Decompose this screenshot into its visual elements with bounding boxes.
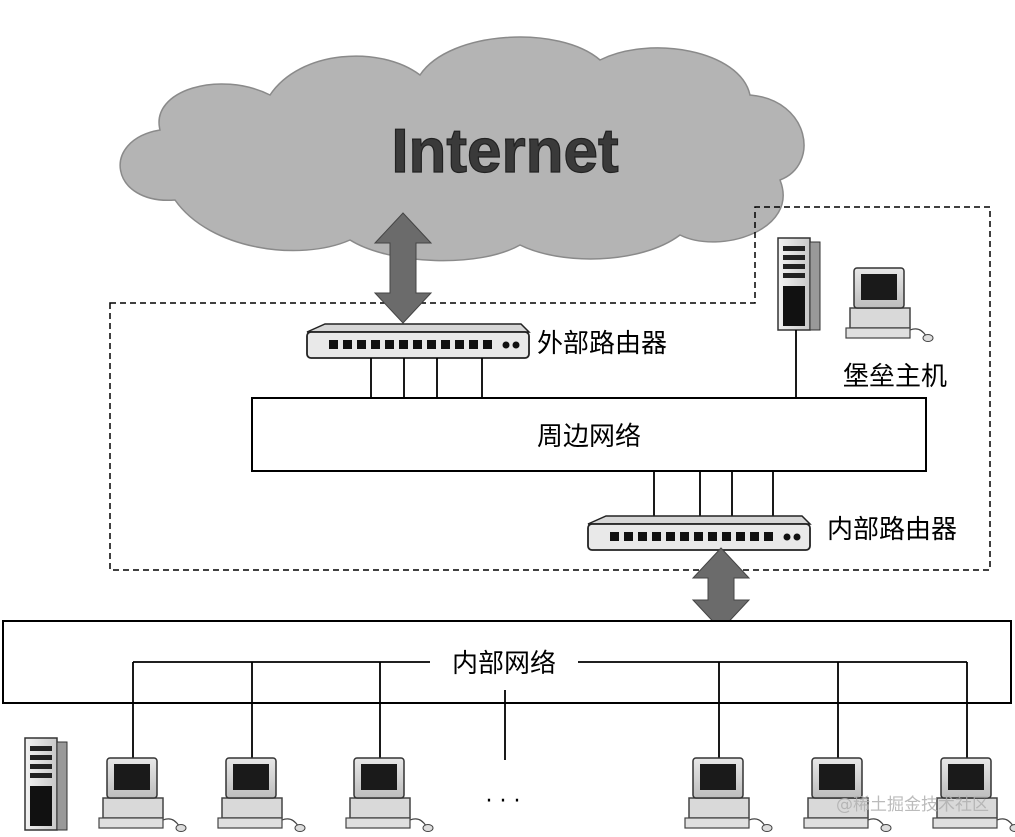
internal-pc-4 <box>684 757 773 833</box>
external-router-label: 外部路由器 <box>537 329 667 359</box>
internal-pc-3 <box>345 757 434 833</box>
bastion-host-label: 堡垒主机 <box>843 362 947 392</box>
external-router-links <box>370 358 483 398</box>
internal-router-label: 内部路由器 <box>827 515 957 545</box>
internal-pc-1 <box>98 757 187 833</box>
external-router <box>306 323 530 359</box>
perimeter-network-label: 周边网络 <box>537 422 641 452</box>
internal-network-label: 内部网络 <box>452 649 556 679</box>
internet-label: Internet <box>391 117 618 186</box>
internal-router <box>587 515 811 551</box>
internal-router-links <box>653 471 774 518</box>
internet-link-arrow <box>373 212 433 324</box>
bastion-host <box>777 237 934 343</box>
watermark: @稀土掘金技术社区 <box>836 795 989 815</box>
internal-link-arrow <box>691 547 751 631</box>
internal-pc-2 <box>217 757 306 833</box>
internet-cloud: Internet <box>119 36 805 262</box>
ellipsis: · · · <box>486 789 521 814</box>
internal-bus <box>132 661 968 760</box>
internal-server <box>24 737 68 831</box>
perimeter-boundary <box>109 206 991 571</box>
perimeter-network-box <box>251 397 927 472</box>
